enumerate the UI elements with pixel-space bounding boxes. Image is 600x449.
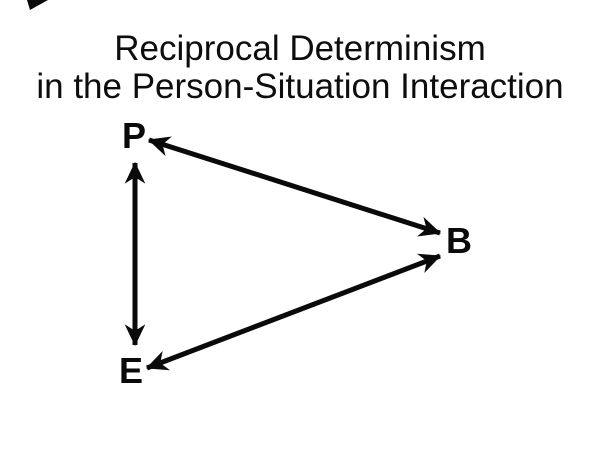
slide-title: Reciprocal Determinism in the Person-Sit… <box>0 30 600 106</box>
edge-p-b-double-arrow <box>147 136 442 237</box>
slide-title-line-2: in the Person-Situation Interaction <box>36 67 564 106</box>
corner-scan-artifact <box>27 0 48 10</box>
edge-e-b-double-arrow <box>145 253 442 371</box>
node-label-p: P <box>121 115 147 156</box>
node-label-b: B <box>446 220 472 261</box>
node-label-e: E <box>118 350 144 391</box>
slide-title-line-1: Reciprocal Determinism <box>114 29 486 68</box>
